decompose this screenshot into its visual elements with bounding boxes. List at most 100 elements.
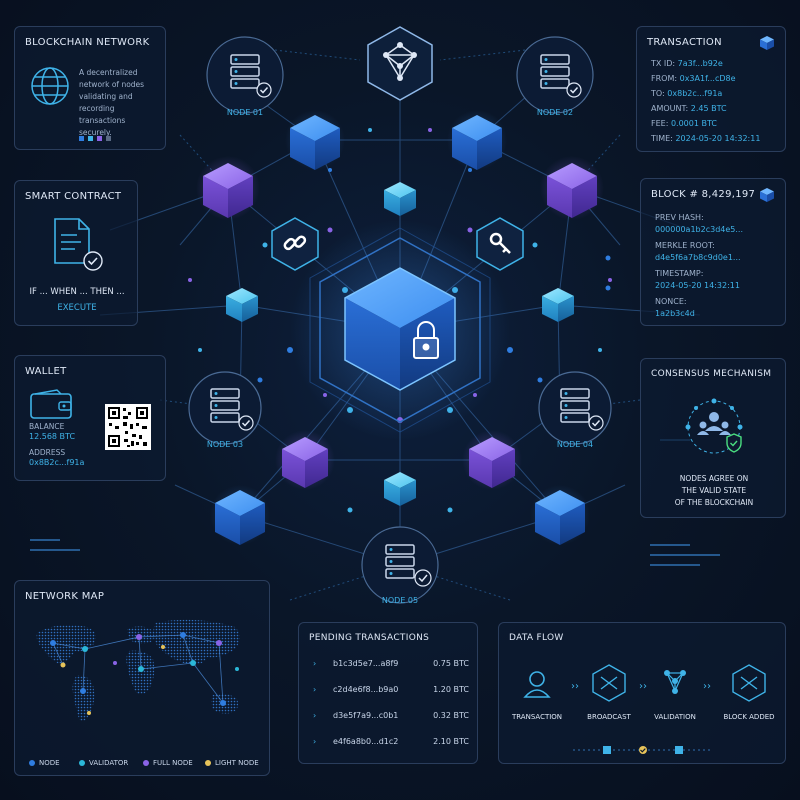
block-added-cube-icon bbox=[732, 664, 766, 702]
lock-icon bbox=[413, 321, 439, 359]
cube-bottom-right bbox=[530, 485, 590, 545]
address-label: ADDRESS bbox=[29, 448, 66, 457]
progress-dots bbox=[573, 746, 713, 754]
world-map bbox=[36, 619, 240, 722]
cube-purple-left-lower bbox=[275, 430, 335, 490]
key-icon bbox=[476, 217, 524, 271]
flow-step-transaction: TRANSACTION bbox=[511, 713, 563, 721]
node-05-label: NODE 05 bbox=[381, 596, 419, 605]
arrow-icon: ›› bbox=[639, 681, 647, 692]
cube-icon bbox=[760, 188, 774, 202]
data-flow-panel: DATA FLOW ›› ›› ›› TRANSACTION BROADCAST… bbox=[498, 622, 786, 764]
prev-hash-label: PREV HASH: bbox=[655, 213, 704, 222]
contract-execute: EXECUTE bbox=[57, 303, 97, 313]
smart-contract-panel: SMART CONTRACT IF ... WHEN ... THEN ... … bbox=[14, 180, 138, 326]
cube-cyan-bottom bbox=[384, 472, 416, 506]
nonce-label: NONCE: bbox=[655, 297, 687, 306]
cube-top-left bbox=[285, 110, 345, 170]
contract-document-icon bbox=[54, 218, 103, 271]
user-icon bbox=[523, 671, 551, 698]
color-swatches bbox=[79, 126, 111, 145]
wallet-icon bbox=[30, 389, 72, 419]
validation-network-icon bbox=[664, 670, 686, 694]
panel-title: BLOCKCHAIN NETWORK bbox=[25, 37, 150, 48]
legend-light-node: LIGHT NODE bbox=[205, 759, 259, 767]
transaction-panel: TRANSACTION TX ID: 7a3f...b92e FROM: 0x3… bbox=[636, 26, 786, 152]
blockchain-network-panel: BLOCKCHAIN NETWORK A decentralized netwo… bbox=[14, 26, 166, 150]
cube-icon bbox=[760, 36, 774, 50]
chevron-right-icon: › bbox=[313, 711, 317, 720]
tx-row: TX ID: 7a3f...b92e bbox=[651, 59, 723, 68]
node-01-server-icon bbox=[206, 36, 284, 114]
node-04-server-icon bbox=[538, 371, 612, 445]
central-block-cube bbox=[344, 267, 456, 391]
block-panel: BLOCK # 8,429,197 PREV HASH: 000000a1b2c… bbox=[640, 178, 786, 326]
block-title: BLOCK # 8,429,197 bbox=[651, 189, 756, 200]
timestamp-label: TIMESTAMP: bbox=[655, 269, 704, 278]
wallet-panel: WALLET BALANCE 12.568 BTC ADDRESS 0x8B2c… bbox=[14, 355, 166, 481]
legend-node: NODE bbox=[29, 759, 60, 767]
node-03-server-icon bbox=[188, 371, 262, 445]
cube-top-right bbox=[447, 110, 507, 170]
panel-title: SMART CONTRACT bbox=[25, 191, 122, 202]
chevron-right-icon: › bbox=[313, 685, 317, 694]
link-icon bbox=[271, 217, 319, 271]
merkle-value: d4e5f6a7b8c9d0e1... bbox=[655, 253, 741, 262]
node-05-server-icon bbox=[361, 526, 439, 604]
arrow-icon: ›› bbox=[571, 681, 579, 692]
panel-title: PENDING TRANSACTIONS bbox=[309, 633, 430, 643]
tx-row: TIME: 2024-05-20 14:32:11 bbox=[651, 134, 761, 143]
node-02-label: NODE 02 bbox=[536, 108, 574, 117]
consensus-people-icon bbox=[685, 398, 743, 454]
contract-logic: IF ... WHEN ... THEN ... bbox=[29, 287, 125, 297]
cube-purple-left-upper bbox=[196, 156, 260, 220]
cube-cyan-right bbox=[542, 288, 574, 322]
flow-step-block-added: BLOCK ADDED bbox=[723, 713, 775, 721]
panel-title: DATA FLOW bbox=[509, 633, 564, 643]
network-description: A decentralized network of nodes validat… bbox=[79, 68, 145, 137]
node-01-label: NODE 01 bbox=[226, 108, 264, 117]
arrow-icon: ›› bbox=[703, 681, 711, 692]
node-03-label: NODE 03 bbox=[206, 440, 244, 449]
node-04-label: NODE 04 bbox=[556, 440, 594, 449]
prev-hash-value: 000000a1b2c3d4e5... bbox=[655, 225, 743, 234]
network-map-panel: NETWORK MAP NODE VALIDAT bbox=[14, 580, 270, 776]
merkle-label: MERKLE ROOT: bbox=[655, 241, 715, 250]
balance-label: BALANCE bbox=[29, 422, 65, 431]
flow-step-broadcast: BROADCAST bbox=[587, 713, 631, 721]
chevron-right-icon: › bbox=[313, 737, 317, 746]
tx-row: FROM: 0x3A1f...cD8e bbox=[651, 74, 736, 83]
broadcast-cube-icon bbox=[592, 664, 626, 702]
tx-row: TO: 0x8b2c...f91a bbox=[651, 89, 723, 98]
globe-icon bbox=[31, 67, 69, 105]
data-flow-diagram: ›› ›› ›› bbox=[523, 664, 766, 702]
cube-purple-right-upper bbox=[540, 156, 604, 220]
nonce-value: 1a2b3c4d bbox=[655, 309, 695, 318]
balance-value: 12.568 BTC bbox=[29, 432, 76, 441]
network-hub-icon bbox=[367, 26, 433, 101]
address-value: 0x8B2c...f91a bbox=[29, 458, 85, 467]
cube-cyan-top bbox=[384, 182, 416, 216]
cube-cyan-left bbox=[226, 288, 258, 322]
legend-full-node: FULL NODE bbox=[143, 759, 193, 767]
tx-row: AMOUNT: 2.45 BTC bbox=[651, 104, 727, 113]
legend-validator: VALIDATOR bbox=[79, 759, 128, 767]
cube-bottom-left bbox=[210, 485, 270, 545]
node-02-server-icon bbox=[516, 36, 594, 114]
cube-purple-right-lower bbox=[462, 430, 522, 490]
flow-step-validation: VALIDATION bbox=[654, 713, 696, 721]
timestamp-value: 2024-05-20 14:32:11 bbox=[655, 281, 740, 290]
tx-row: FEE: 0.0001 BTC bbox=[651, 119, 717, 128]
panel-title: NETWORK MAP bbox=[25, 591, 105, 602]
qr-code-icon[interactable] bbox=[105, 404, 151, 450]
chevron-right-icon: › bbox=[313, 659, 317, 668]
panel-title: CONSENSUS MECHANISM bbox=[651, 369, 772, 379]
